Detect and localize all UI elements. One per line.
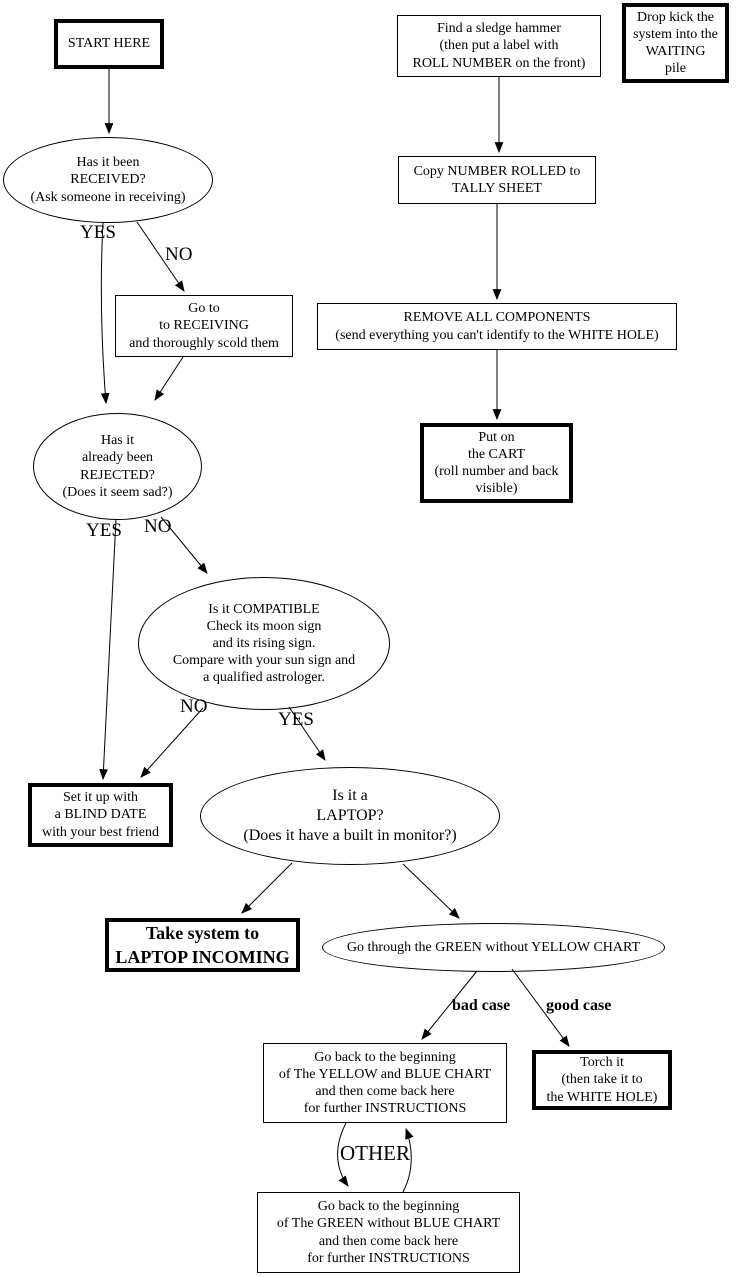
node-has-it-been-received: Has it been RECEIVED? (Ask someone in re… [3, 137, 213, 223]
node-drop-kick-waiting-pile: Drop kick the system into the WAITING pi… [622, 3, 729, 83]
edge-rejected-yes-to-blind-date [99, 518, 117, 781]
edge-label-received-no: NO [165, 244, 193, 265]
node-find-sledge-hammer: Find a sledge hammer (then put a label w… [397, 15, 601, 77]
node-is-it-a-laptop: Is it a LAPTOP? (Does it have a built in… [200, 767, 500, 865]
node-is-it-compatible: Is it COMPATIBLE Check its moon sign and… [138, 577, 390, 710]
node-green-without-yellow-chart: Go through the GREEN without YELLOW CHAR… [322, 923, 665, 972]
node-laptop-incoming: Take system to LAPTOP INCOMING [105, 918, 300, 972]
edge-label-received-yes: YES [80, 222, 116, 243]
edge-label-compatible-yes: YES [278, 709, 314, 730]
edge-bad-case-to-yellow-blue [421, 970, 478, 1040]
edge-rejected-no-to-compatible [160, 516, 208, 574]
edge-received-no-to-scold [136, 221, 185, 292]
node-already-been-rejected: Has it already been REJECTED? (Does it s… [33, 413, 202, 520]
edge-scold-to-rejected [154, 356, 184, 401]
edge-label-compatible-no: NO [180, 696, 208, 717]
edge-label-bad-case: bad case [452, 997, 511, 1014]
edge-other-down [337, 1122, 349, 1187]
edge-received-yes-to-rejected [100, 221, 110, 405]
edge-other-up [402, 1127, 414, 1193]
node-blind-date: Set it up with a BLIND DATE with your be… [28, 783, 173, 847]
node-go-to-receiving: Go to to RECEIVING and thoroughly scold … [115, 295, 293, 357]
edge-compatible-no-to-blind-date [140, 707, 204, 778]
node-start-here: START HERE [54, 19, 164, 69]
node-torch-it: Torch it (then take it to the WHITE HOLE… [532, 1050, 672, 1110]
node-put-on-the-cart: Put on the CART (roll number and back vi… [420, 423, 573, 503]
node-green-without-blue-chart: Go back to the beginning of The GREEN wi… [257, 1192, 520, 1273]
edge-label-good-case: good case [546, 997, 612, 1014]
edge-label-rejected-yes: YES [86, 520, 122, 541]
edge-laptop-to-laptop-incoming [241, 862, 293, 914]
edge-label-other: OTHER [340, 1141, 410, 1165]
edge-laptop-to-green-chart [402, 863, 460, 919]
node-copy-number-rolled: Copy NUMBER ROLLED to TALLY SHEET [398, 156, 596, 204]
node-remove-all-components: REMOVE ALL COMPONENTS (send everything y… [317, 303, 677, 350]
edge-good-case-to-torch [511, 968, 570, 1047]
edge-compatible-yes-to-laptop [288, 706, 326, 761]
edge-label-rejected-no: NO [144, 516, 172, 537]
node-yellow-and-blue-chart: Go back to the beginning of The YELLOW a… [263, 1043, 507, 1123]
